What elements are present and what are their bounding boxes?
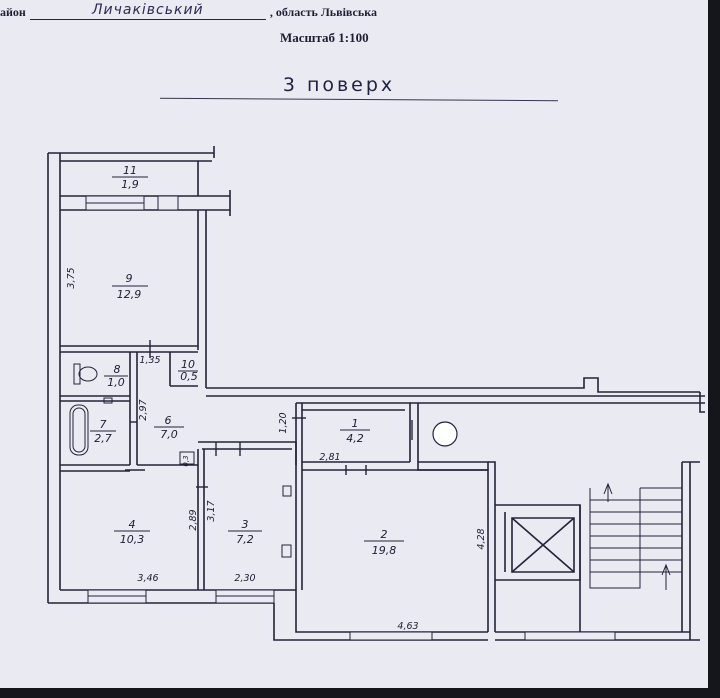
dim-room9-depth: 3,75 [66, 267, 77, 288]
room-2-area: 19,8 [372, 544, 397, 557]
stove [281, 544, 292, 558]
floor-label: 3 поверх [282, 74, 396, 96]
header-line: айон Личаківський , область Львівська [0, 0, 377, 20]
dim-small-niche: 0,3 [182, 455, 190, 466]
district-name: Личаківський [29, 3, 266, 20]
dimensions: 3,75 1,35 2,97 1,20 2,81 0,3 2,89 3,17 4… [66, 267, 487, 632]
room-areas: 1,9 12,9 1,0 0,5 2,7 7,0 4,2 10,3 7,2 19… [94, 178, 396, 557]
dim-room3-depth: 3,17 [206, 500, 217, 521]
room-6-area: 7,0 [160, 428, 178, 441]
windows [85, 195, 616, 641]
dim-room1-width: 2,81 [319, 452, 340, 463]
room-11-number: 11 [123, 164, 137, 177]
room-6-number: 6 [165, 414, 172, 427]
room-1-number: 1 [352, 417, 359, 430]
door-marks [125, 340, 413, 488]
room-8-number: 8 [114, 363, 121, 376]
riser-circle [432, 421, 458, 447]
room-8-area: 1,0 [107, 376, 125, 389]
bathtub [69, 404, 89, 456]
room-9-area: 12,9 [117, 288, 142, 301]
room-1-area: 4,2 [346, 432, 364, 445]
room-4-number: 4 [129, 518, 136, 531]
room-7-area: 2,7 [94, 432, 112, 445]
room-3-area: 7,2 [236, 533, 254, 546]
dim-room2-width: 4,63 [397, 621, 418, 632]
room-10-number: 10 [181, 358, 195, 371]
district-prefix: айон [0, 5, 26, 19]
region-label: , область Львівська [269, 5, 377, 19]
area-fraction-lines [90, 176, 404, 542]
window-stairs [524, 631, 616, 641]
dim-room8-width: 1,35 [139, 355, 160, 366]
dim-room6-depth: 2,97 [138, 399, 149, 420]
room-9-number: 9 [126, 272, 133, 285]
room-2-number: 2 [381, 528, 388, 541]
window-room2 [349, 631, 433, 641]
room-7-number: 7 [100, 418, 107, 431]
scale-label: Масштаб 1:100 [280, 30, 369, 45]
dim-room4-depth: 2,89 [188, 509, 199, 530]
floor-plan: 11 9 8 10 7 6 1 4 3 2 1,9 12,9 1,0 [47, 146, 705, 641]
fixtures [69, 363, 292, 558]
dim-room4-width: 3,46 [137, 573, 158, 584]
toilet [78, 366, 98, 382]
plan-sheet: айон Личаківський , область Львівська Ма… [0, 0, 708, 688]
dim-room2-depth: 4,28 [476, 528, 487, 549]
room-4-area: 10,3 [120, 533, 145, 546]
staircase [589, 482, 682, 590]
walls [47, 146, 705, 641]
room-numbers: 11 9 8 10 7 6 1 4 3 2 [100, 164, 388, 541]
room-11-area: 1,9 [121, 178, 139, 191]
room-3-number: 3 [242, 518, 249, 531]
dim-room3-width: 2,30 [234, 573, 255, 584]
dim-room1-depth: 1,20 [278, 412, 289, 433]
room-10-area: 0,5 [180, 370, 198, 383]
